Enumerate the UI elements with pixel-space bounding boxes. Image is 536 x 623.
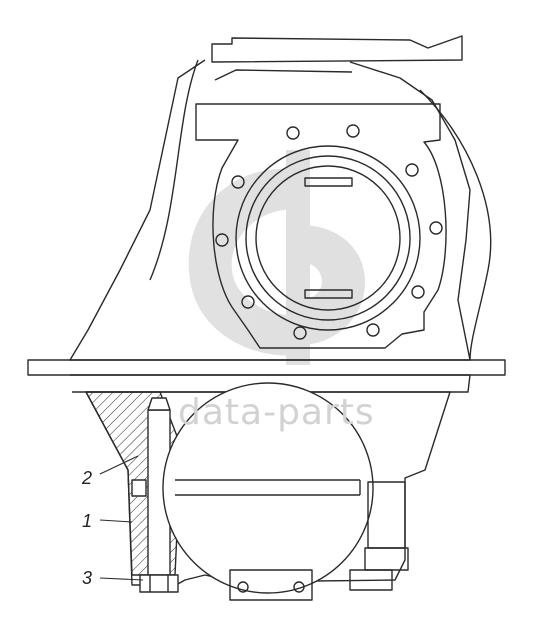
callout-label-1: 1 xyxy=(82,511,93,531)
watermark-text: data-parts xyxy=(178,392,375,433)
lower-bore xyxy=(162,382,374,594)
leader-2 xyxy=(99,455,139,475)
bearing-bore-outer xyxy=(235,145,421,331)
nut xyxy=(139,574,179,593)
bearing-bore-mid xyxy=(245,155,411,321)
top-boss xyxy=(211,35,463,63)
callout-label-3: 3 xyxy=(82,568,93,588)
dowel-pin xyxy=(131,479,147,497)
bearing-flange xyxy=(195,103,447,349)
bottom-lug xyxy=(229,569,313,601)
leader-1 xyxy=(99,519,133,523)
split-flange xyxy=(27,359,506,376)
bolt-holes xyxy=(215,124,443,340)
leader-3 xyxy=(99,577,144,581)
bearing-bore-inner xyxy=(255,165,401,311)
callout-label-2: 2 xyxy=(82,468,93,488)
